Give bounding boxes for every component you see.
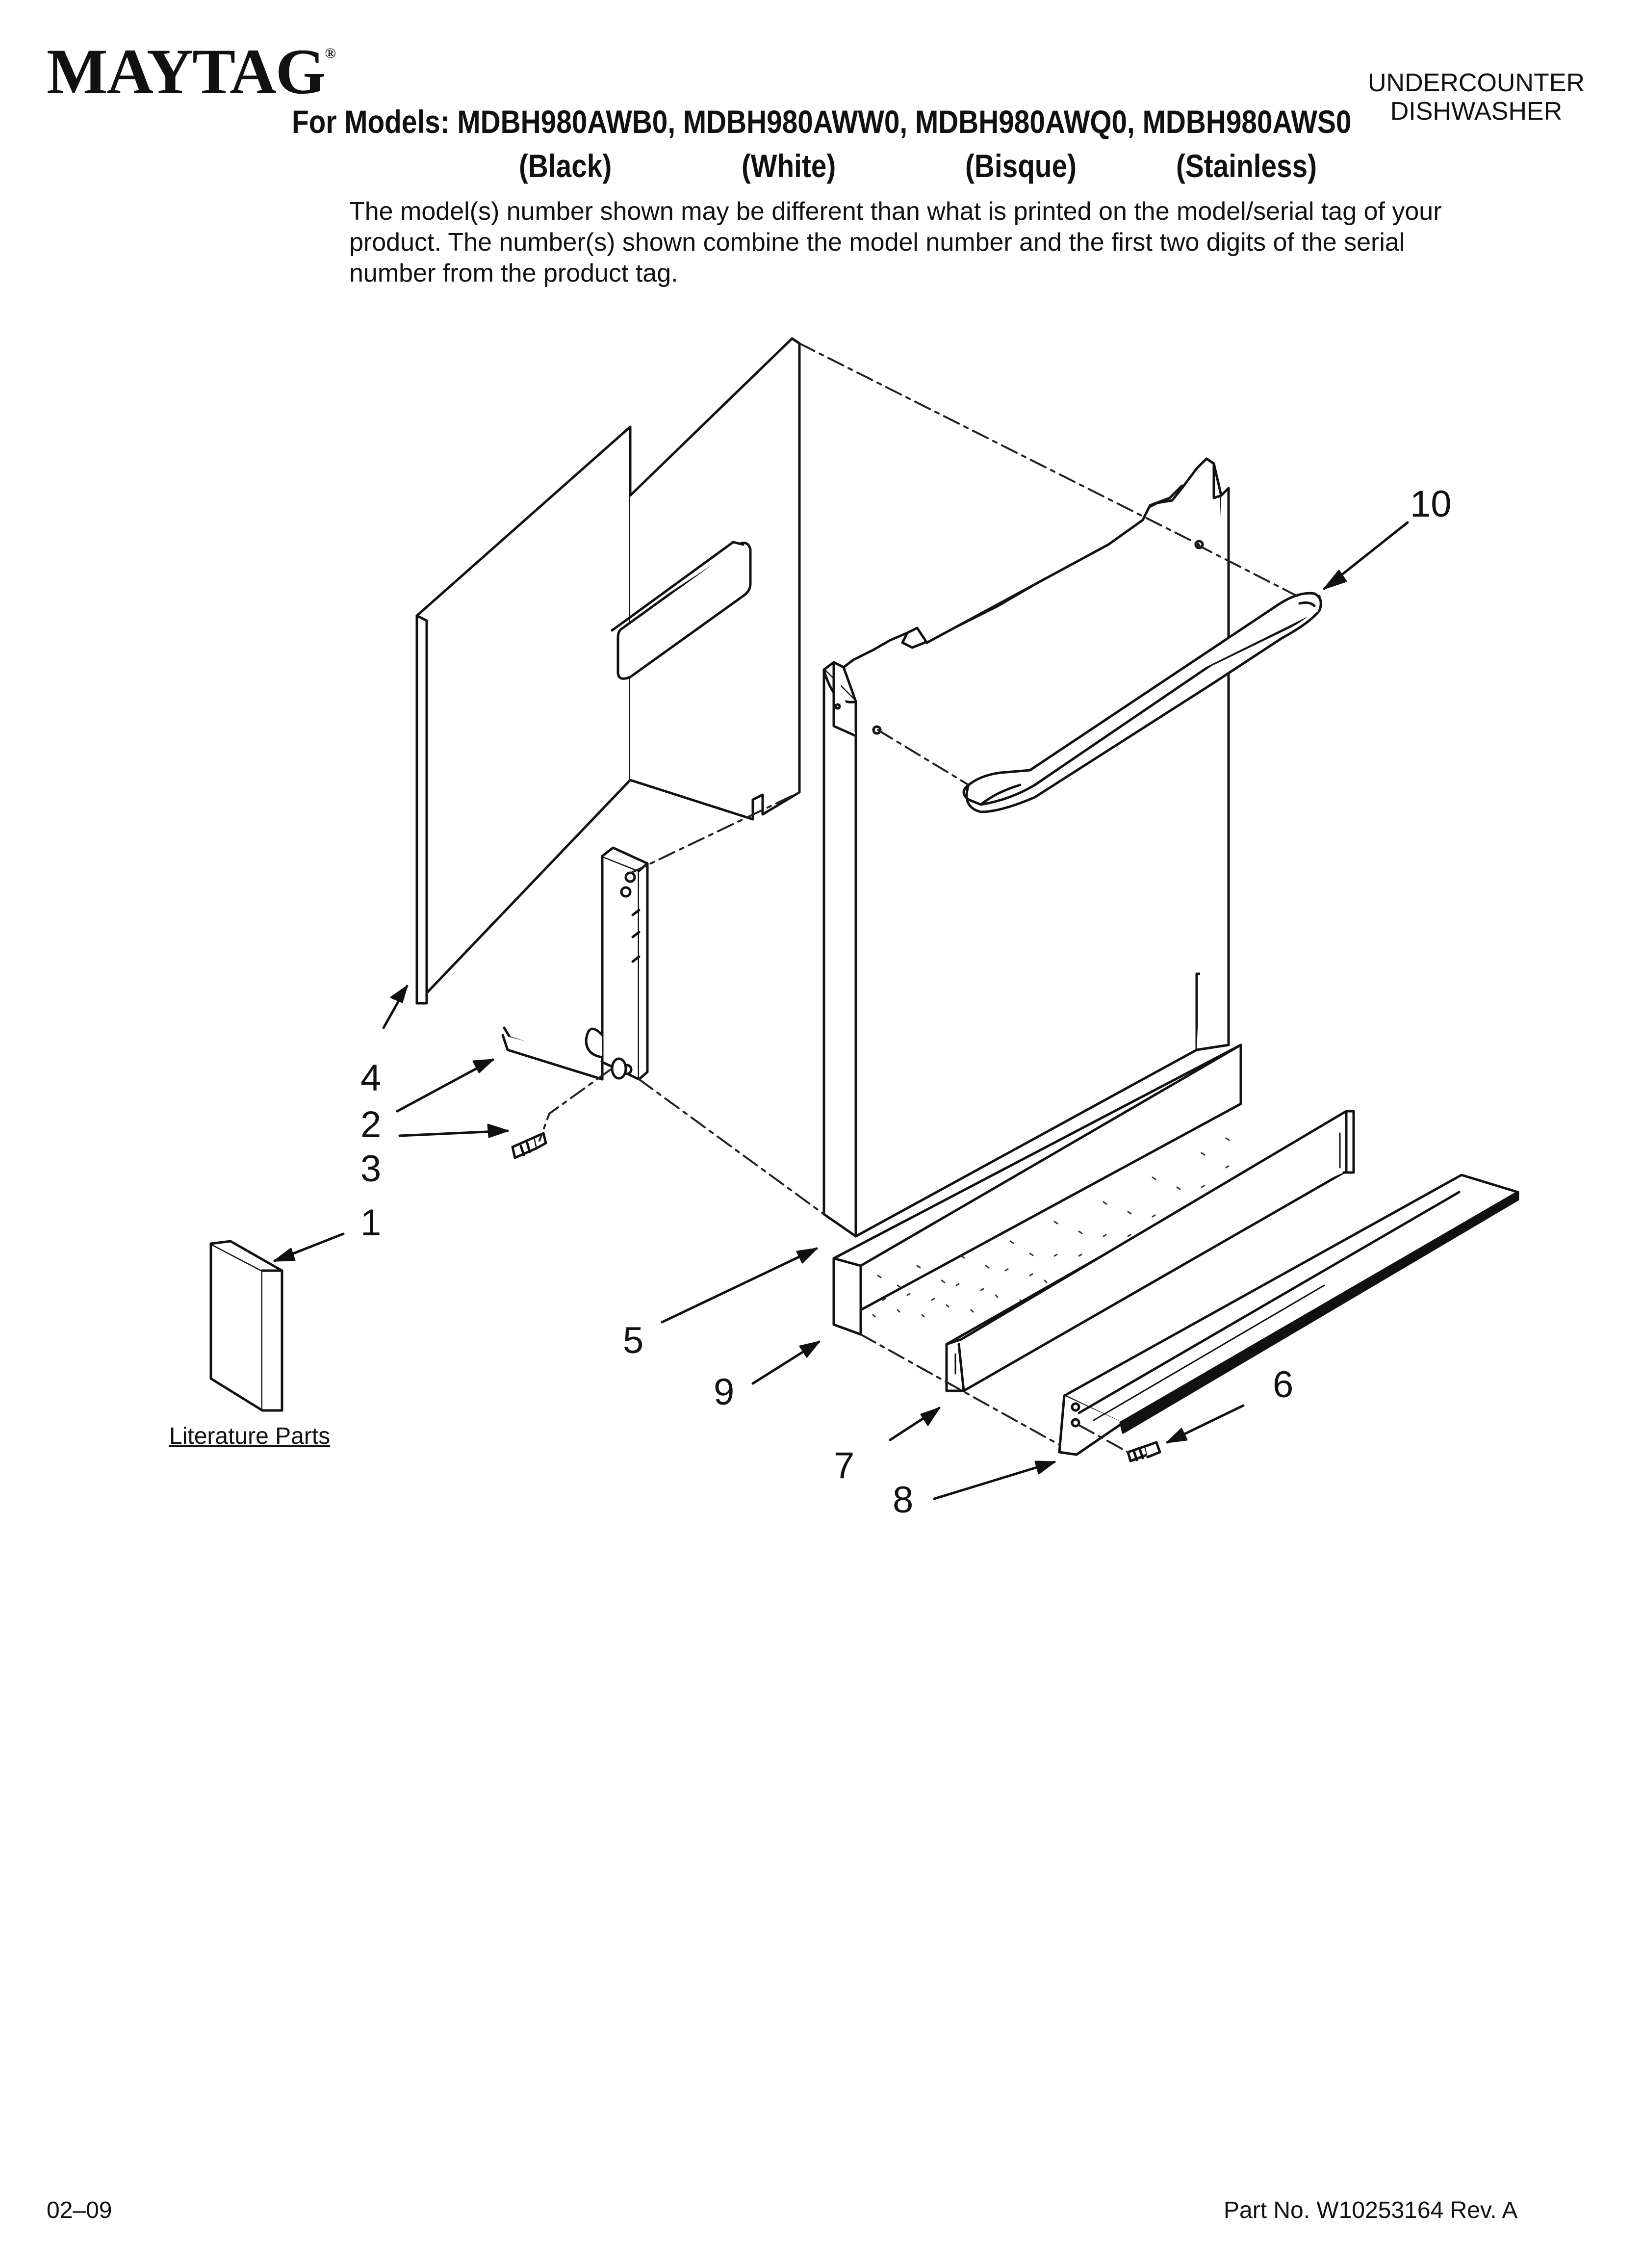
arrowheads — [274, 570, 1347, 1475]
kick-plate-part — [1058, 1173, 1519, 1456]
door-panel-part — [822, 457, 1230, 1238]
color-label-white: (White) — [742, 148, 836, 184]
models-line: For Models: MDBH980AWB0, MDBH980AWW0, MD… — [292, 104, 1352, 140]
model-number-note: The model(s) number shown may be differe… — [349, 197, 1442, 287]
footer-date-code: 02–09 — [47, 2197, 112, 2223]
callout-8: 8 — [893, 1479, 914, 1521]
literature-part — [209, 1240, 283, 1412]
callout-2: 2 — [360, 1104, 382, 1146]
color-label-bisque: (Bisque) — [965, 148, 1077, 184]
callout-5: 5 — [623, 1320, 644, 1361]
category-line-1: UNDERCOUNTER — [1368, 69, 1585, 97]
registered-mark: ® — [325, 45, 335, 61]
callout-10: 10 — [1410, 483, 1452, 525]
callout-6: 6 — [1273, 1364, 1294, 1406]
callout-9: 9 — [714, 1371, 735, 1413]
door-handle-part — [962, 592, 1322, 813]
screw-part-right — [1127, 1441, 1161, 1462]
alignment-lines — [539, 342, 1298, 1453]
insulation-strip-part — [832, 1043, 1242, 1336]
brand-name: MAYTAG — [47, 35, 326, 107]
callout-3: 3 — [360, 1148, 382, 1190]
category-line-2: DISHWASHER — [1390, 97, 1563, 126]
callout-4: 4 — [360, 1057, 382, 1099]
color-label-black: (Black) — [519, 148, 612, 184]
brand-logo: MAYTAG® — [47, 39, 336, 104]
product-category: UNDERCOUNTER DISHWASHER — [1354, 69, 1599, 126]
side-panel-part — [415, 337, 801, 1005]
literature-parts-label: Literature Parts — [169, 1423, 331, 1449]
bracket-part — [501, 846, 649, 1081]
color-label-stainless: (Stainless) — [1176, 148, 1317, 184]
callout-7: 7 — [834, 1445, 855, 1486]
callout-1: 1 — [360, 1202, 382, 1244]
screw-part-left — [511, 1132, 547, 1159]
footer-part-number: Part No. W10253164 Rev. A — [1224, 2197, 1518, 2223]
